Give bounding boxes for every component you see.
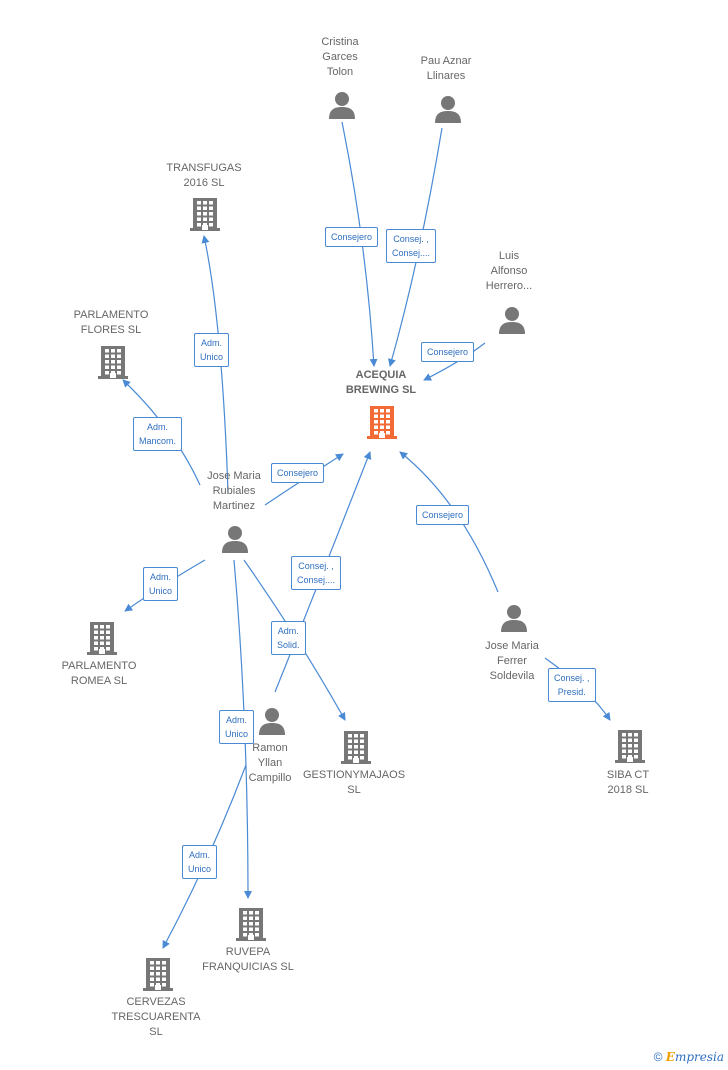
building-icon[interactable] xyxy=(235,906,267,947)
node-label-ruvepa[interactable]: RUVEPA FRANQUICIAS SL xyxy=(202,946,294,973)
brand-initial: E xyxy=(665,1050,675,1064)
edge-label-cristina-acequia[interactable]: Consejero xyxy=(325,227,379,247)
edge-label-ramon-acequia[interactable]: Consej. , Consej.... xyxy=(291,556,342,590)
node-label-siba[interactable]: SIBA CT 2018 SL xyxy=(606,769,650,796)
node-label-parlamento-romea[interactable]: PARLAMENTO ROMEA SL xyxy=(61,660,137,687)
edge-label-ferrer-acequia[interactable]: Consejero xyxy=(416,505,470,525)
footer-brand: © Empresia xyxy=(654,1050,724,1064)
edge-label-rubiales-flores[interactable]: Adm. Mancom. xyxy=(133,417,183,451)
person-icon[interactable] xyxy=(220,524,250,559)
edge-label-rubiales-acequia[interactable]: Consejero xyxy=(271,463,325,483)
person-icon[interactable] xyxy=(327,90,357,125)
node-label-gestionymajaos[interactable]: GESTIONYMAJAOS SL xyxy=(302,769,406,796)
brand-rest: mpresia xyxy=(674,1050,724,1064)
edge-label-luis-acequia[interactable]: Consejero xyxy=(421,342,475,362)
node-label-luis[interactable]: Luis Alfonso Herrero... xyxy=(485,250,533,292)
person-icon[interactable] xyxy=(497,305,527,340)
node-label-pau[interactable]: Pau Aznar Llinares xyxy=(420,55,472,82)
edge-label-rubiales-gestion[interactable]: Adm. Solid. xyxy=(271,621,306,655)
copyright-symbol: © xyxy=(653,1050,663,1064)
edge-label-rubiales-transfugas[interactable]: Adm. Unico xyxy=(194,333,230,367)
node-label-cervezas[interactable]: CERVEZAS TRESCUARENTA SL xyxy=(111,996,201,1038)
node-label-ramon[interactable]: Ramon Yllan Campillo xyxy=(248,742,292,784)
building-icon[interactable] xyxy=(189,196,221,237)
building-icon[interactable] xyxy=(614,728,646,769)
person-icon[interactable] xyxy=(499,603,529,638)
building-icon[interactable] xyxy=(340,729,372,770)
building-icon[interactable] xyxy=(142,956,174,997)
building-icon[interactable] xyxy=(86,620,118,661)
building-icon[interactable] xyxy=(97,344,129,385)
edge-label-ramon-cervezas[interactable]: Adm. Unico xyxy=(182,845,218,879)
node-label-acequia[interactable]: ACEQUIA BREWING SL xyxy=(345,369,417,396)
node-label-jose-rubiales[interactable]: Jose Maria Rubiales Martinez xyxy=(207,470,261,512)
edge-label-rubiales-romea[interactable]: Adm. Unico xyxy=(143,567,179,601)
edge-label-rubiales-ruvepa[interactable]: Adm. Unico xyxy=(219,710,255,744)
node-label-transfugas[interactable]: TRANSFUGAS 2016 SL xyxy=(166,162,242,189)
node-label-cristina[interactable]: Cristina Garces Tolon xyxy=(321,36,359,78)
edge-label-ferrer-siba[interactable]: Consej. , Presid. xyxy=(548,668,596,702)
brand-logo: Empresia xyxy=(666,1050,724,1064)
building-focus-icon[interactable] xyxy=(366,404,398,445)
edge-label-pau-acequia[interactable]: Consej. , Consej.... xyxy=(386,229,437,263)
person-icon[interactable] xyxy=(257,706,287,741)
node-label-jose-ferrer[interactable]: Jose Maria Ferrer Soldevila xyxy=(485,640,539,682)
person-icon[interactable] xyxy=(433,94,463,129)
node-label-parlamento-flores[interactable]: PARLAMENTO FLORES SL xyxy=(73,309,149,336)
